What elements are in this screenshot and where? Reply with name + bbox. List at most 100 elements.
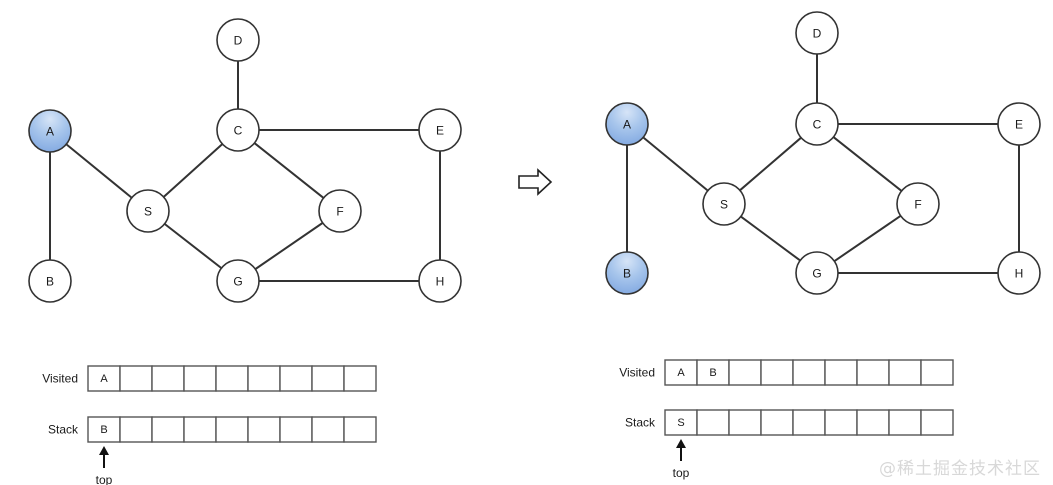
array-cell-stack-4[interactable] [215,416,249,443]
array-cell-visited-2[interactable] [151,365,185,392]
array-cell-stack-8[interactable] [343,416,377,443]
node-label-s: S [144,205,152,219]
array-cell-text-stack-0: S [677,417,684,429]
array-cell-visited-5[interactable] [824,359,858,386]
array-cell-visited-0[interactable] [664,359,698,386]
array-cell-visited-6[interactable] [856,359,890,386]
node-label-s: S [720,198,728,212]
graph-node-g[interactable]: G [216,259,260,303]
graph-edge-f-g [254,221,324,271]
node-label-d: D [234,34,243,48]
graph-edges-before [49,60,441,282]
graph-node-b[interactable]: B [28,259,72,303]
node-label-h: H [1015,267,1024,281]
node-circle-a [605,102,649,146]
graph-node-c[interactable]: C [216,108,260,152]
array-cell-visited-3[interactable] [183,365,217,392]
array-cell-stack-6[interactable] [856,409,890,436]
top-pointer-arrowhead-icon [676,439,686,448]
node-circle-c [795,102,839,146]
array-cell-stack-2[interactable] [151,416,185,443]
graph-edge-a-s [65,143,133,199]
graph-node-b[interactable]: B [605,251,649,295]
array-cell-stack-5[interactable] [824,409,858,436]
graph-edge-s-c [162,143,224,198]
array-cell-visited-4[interactable] [792,359,826,386]
graph-panel-after: A B S C D E F G H [605,11,1041,295]
node-label-f: F [914,198,921,212]
array-cell-visited-2[interactable] [728,359,762,386]
graph-node-f[interactable]: F [318,189,362,233]
graph-node-g[interactable]: G [795,251,839,295]
array-cell-stack-7[interactable] [311,416,345,443]
node-circle-s [126,189,170,233]
array-cell-stack-2[interactable] [728,409,762,436]
graph-node-d[interactable]: D [795,11,839,55]
array-cell-stack-8[interactable] [920,409,954,436]
watermark-text: @稀土掘金技术社区 [879,459,1041,479]
graph-node-f[interactable]: F [896,182,940,226]
array-cell-visited-6[interactable] [279,365,313,392]
array-cell-stack-1[interactable] [696,409,730,436]
node-circle-f [896,182,940,226]
array-cell-visited-7[interactable] [311,365,345,392]
graph-node-h[interactable]: H [418,259,462,303]
node-label-a: A [623,118,631,132]
node-circle-e [997,102,1041,146]
array-cell-stack-6[interactable] [279,416,313,443]
graph-edge-s-g [739,215,802,262]
graph-node-d[interactable]: D [216,18,260,62]
array-cell-visited-8[interactable] [343,365,377,392]
node-label-g: G [812,267,821,281]
node-label-e: E [436,124,444,138]
graph-node-a[interactable]: A [605,102,649,146]
node-label-a: A [46,125,54,139]
node-label-b: B [46,275,54,289]
array-cell-stack-0[interactable] [664,409,698,436]
array-cell-stack-5[interactable] [247,416,281,443]
array-cell-stack-3[interactable] [183,416,217,443]
array-label-visited: Visited [42,372,78,386]
array-cell-visited-4[interactable] [215,365,249,392]
array-cell-stack-0[interactable] [87,416,121,443]
node-circle-s [702,182,746,226]
graph-node-e[interactable]: E [418,108,462,152]
node-circle-b [605,251,649,295]
node-circle-h [997,251,1041,295]
array-label-stack: Stack [625,416,656,430]
node-label-h: H [436,275,445,289]
graph-node-s[interactable]: S [702,182,746,226]
array-cell-stack-4[interactable] [792,409,826,436]
array-cell-visited-3[interactable] [760,359,794,386]
node-label-f: F [336,205,343,219]
graph-edge-c-f [832,136,903,192]
node-circle-h [418,259,462,303]
array-cell-text-visited-0: A [677,367,685,379]
array-cell-visited-8[interactable] [920,359,954,386]
array-cell-text-visited-0: A [100,373,108,385]
array-cell-visited-0[interactable] [87,365,121,392]
array-cell-stack-1[interactable] [119,416,153,443]
top-pointer-label: top [96,473,113,485]
array-cell-visited-5[interactable] [247,365,281,392]
graph-edge-a-s [642,136,709,192]
graph-edge-s-g [163,222,223,270]
graph-node-h[interactable]: H [997,251,1041,295]
node-circle-g [216,259,260,303]
graph-node-a[interactable]: A [28,109,72,153]
graph-node-s[interactable]: S [126,189,170,233]
graph-node-c[interactable]: C [795,102,839,146]
array-cell-visited-1[interactable] [119,365,153,392]
node-circle-e [418,108,462,152]
graph-edge-s-c [738,136,803,192]
node-label-b: B [623,267,631,281]
graph-edge-c-f [253,142,325,199]
graph-node-e[interactable]: E [997,102,1041,146]
graph-edges-after [626,53,1020,274]
top-pointer-arrowhead-icon [99,446,109,455]
array-cell-stack-7[interactable] [888,409,922,436]
array-cell-stack-3[interactable] [760,409,794,436]
array-cell-visited-7[interactable] [888,359,922,386]
